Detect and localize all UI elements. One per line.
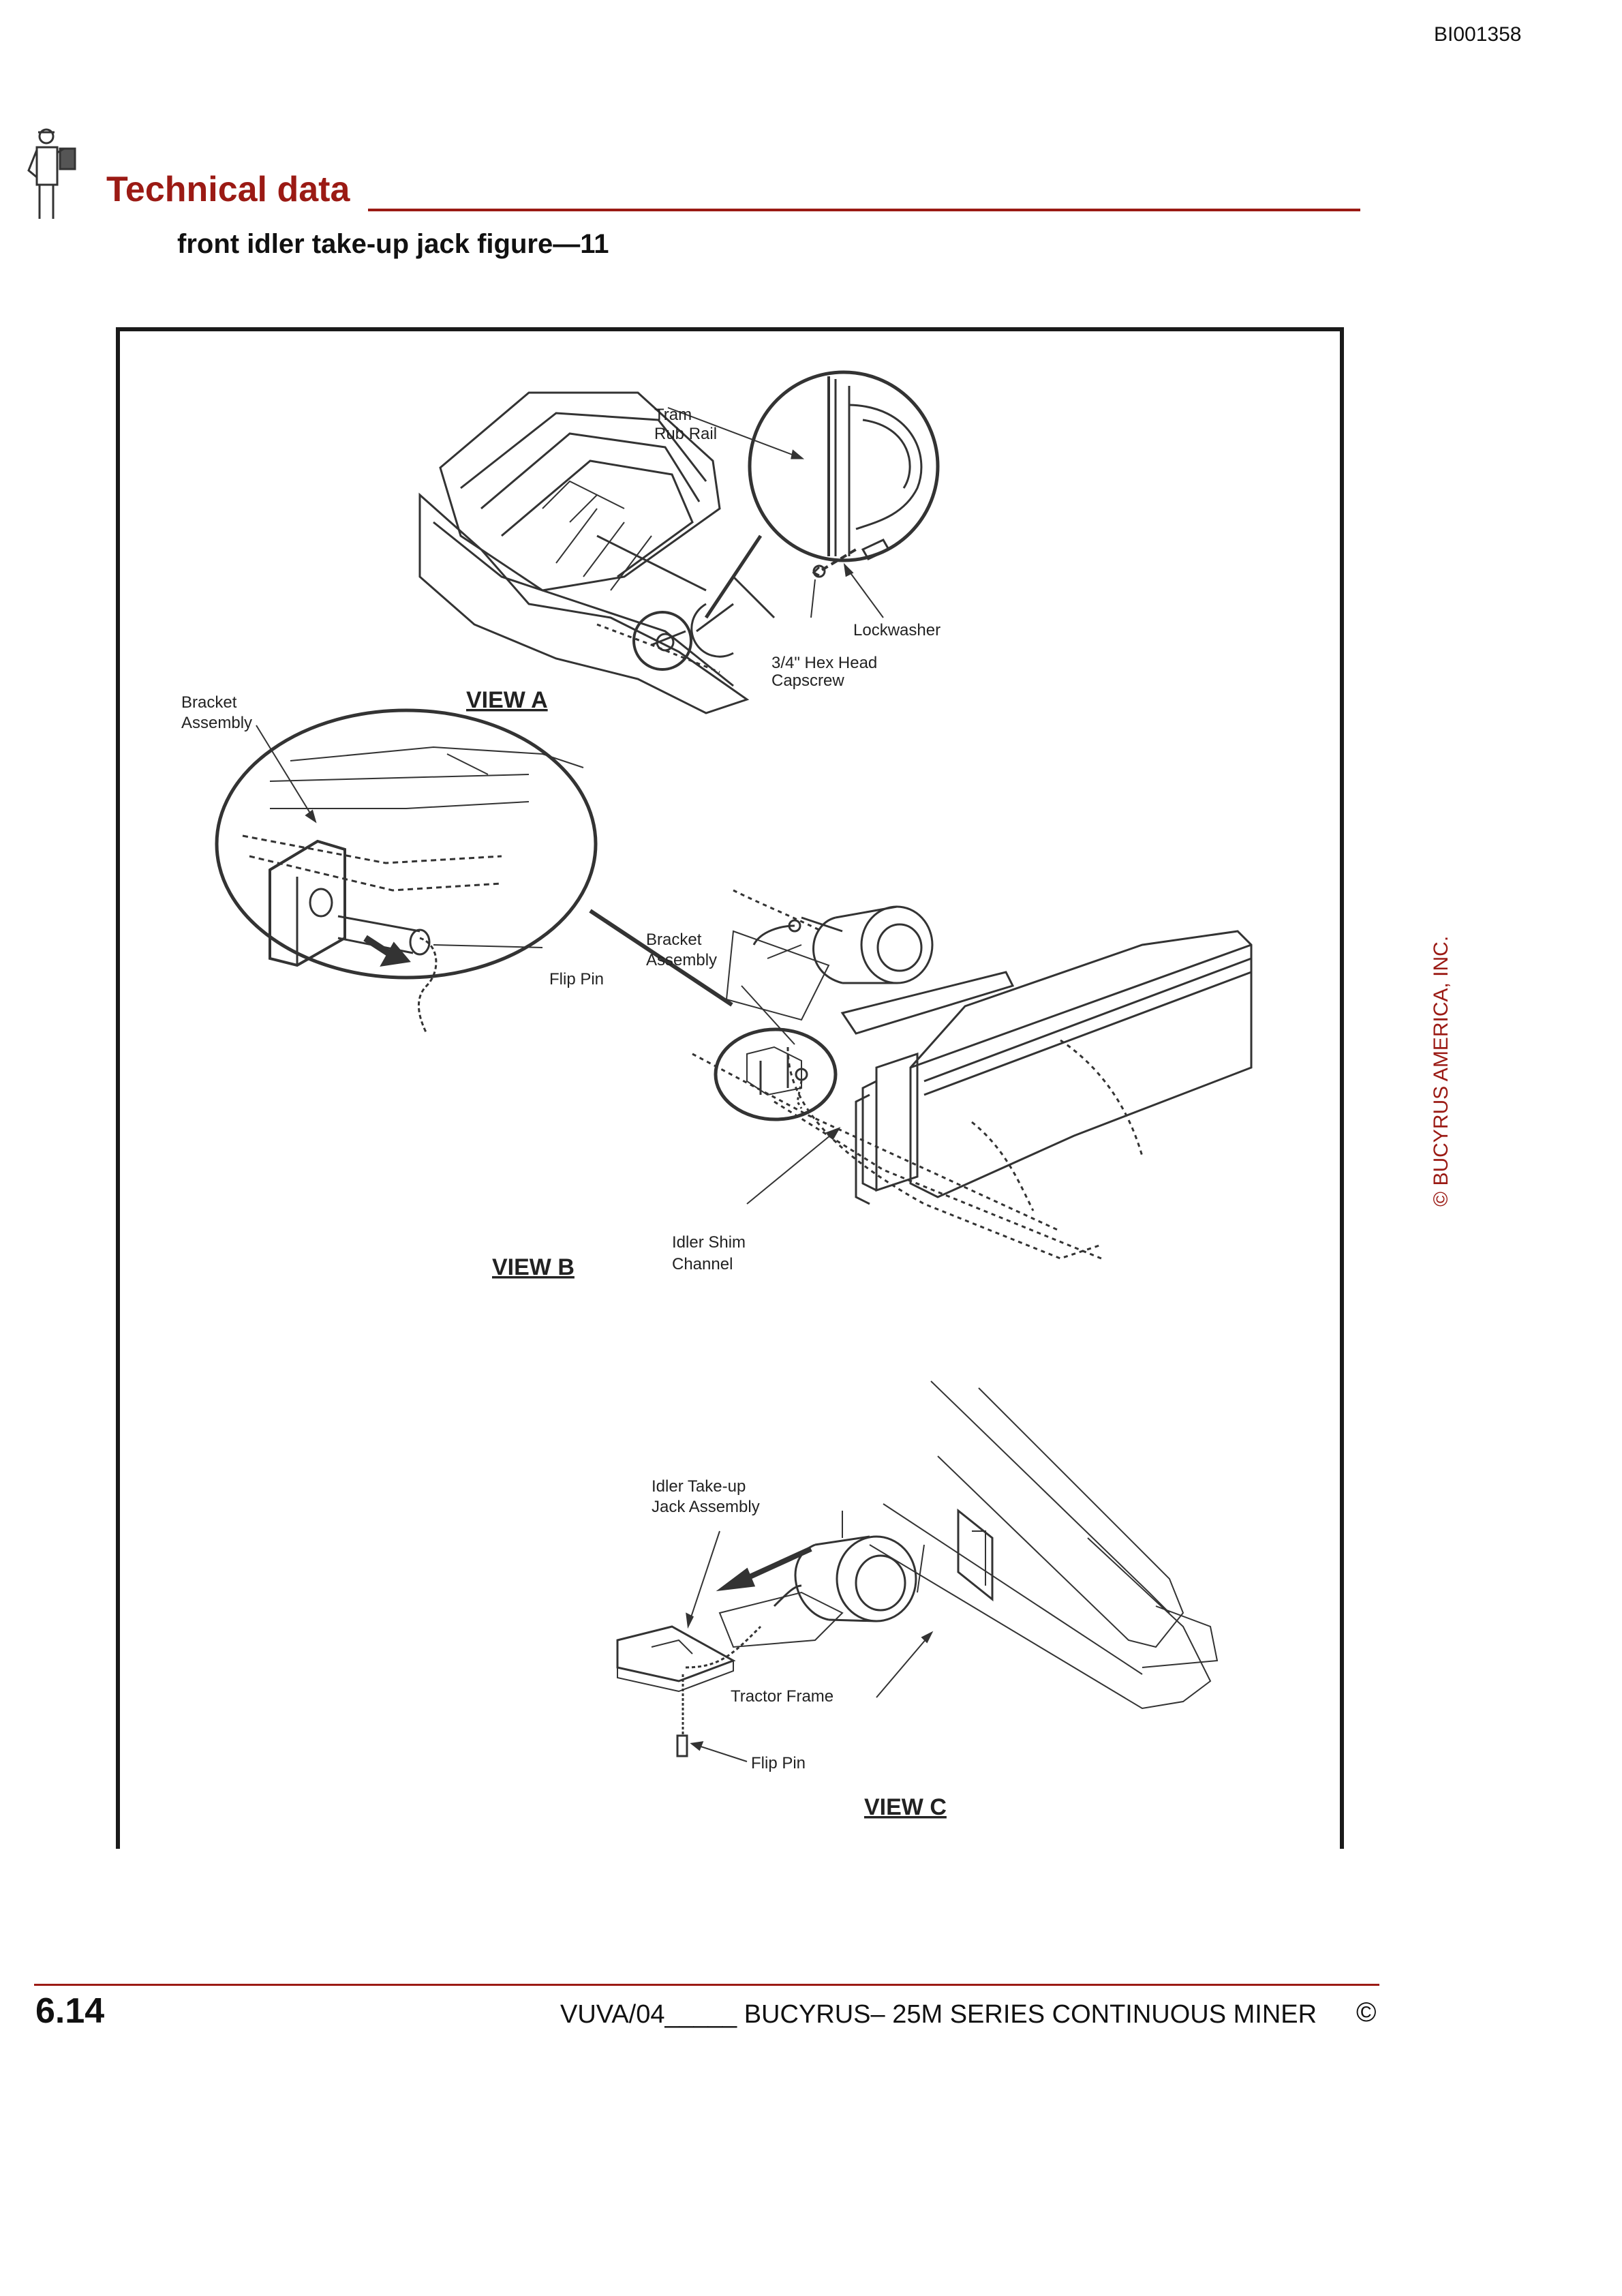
label-tractor-frame: Tractor Frame bbox=[731, 1687, 833, 1706]
figure-frame bbox=[116, 327, 1344, 1849]
label-flip-pin-c: Flip Pin bbox=[751, 1754, 806, 1772]
label-capscrew: Capscrew bbox=[771, 671, 844, 690]
label-flip-pin-b: Flip Pin bbox=[549, 970, 604, 988]
section-title: Technical data bbox=[106, 170, 350, 209]
title-rule bbox=[368, 209, 1360, 211]
label-tram: Tram bbox=[654, 406, 692, 424]
label-bracket-b: Bracket bbox=[646, 931, 702, 949]
technical-illustration: Tram Rub Rail Lockwasher 3/4" Hex Head C… bbox=[181, 370, 1253, 1820]
view-b-drawing bbox=[215, 708, 1253, 1260]
footer-rule bbox=[34, 1984, 1379, 1986]
view-c-drawing bbox=[616, 1380, 1219, 1762]
footer-copyright-symbol: © bbox=[1356, 1997, 1377, 2027]
label-idler-take-up: Idler Take-up bbox=[652, 1477, 746, 1496]
view-a-drawing bbox=[418, 370, 940, 714]
label-idler-shim: Idler Shim bbox=[672, 1233, 746, 1252]
label-bracket-a: Bracket bbox=[181, 693, 237, 712]
label-hex-head: 3/4" Hex Head bbox=[771, 654, 877, 672]
page-number: 6.14 bbox=[35, 1991, 105, 2031]
footer-document-title: VUVA/04_____ BUCYRUS– 25M SERIES CONTINU… bbox=[560, 2000, 1317, 2029]
label-view-b: VIEW B bbox=[492, 1254, 575, 1280]
side-copyright: © BUCYRUS AMERICA, INC. bbox=[1430, 935, 1452, 1207]
label-view-c: VIEW C bbox=[864, 1794, 947, 1820]
label-jack-assembly: Jack Assembly bbox=[652, 1498, 760, 1516]
label-channel: Channel bbox=[672, 1255, 733, 1273]
technician-icon bbox=[27, 128, 76, 219]
label-view-a: VIEW A bbox=[466, 687, 548, 713]
label-rub-rail: Rub Rail bbox=[654, 425, 717, 443]
label-assembly-b: Assembly bbox=[646, 951, 717, 969]
label-lockwasher: Lockwasher bbox=[853, 621, 940, 639]
document-id: BI001358 bbox=[1434, 23, 1522, 46]
label-assembly-a: Assembly bbox=[181, 714, 252, 732]
figure-subtitle: front idler take-up jack figure—11 bbox=[177, 229, 609, 259]
